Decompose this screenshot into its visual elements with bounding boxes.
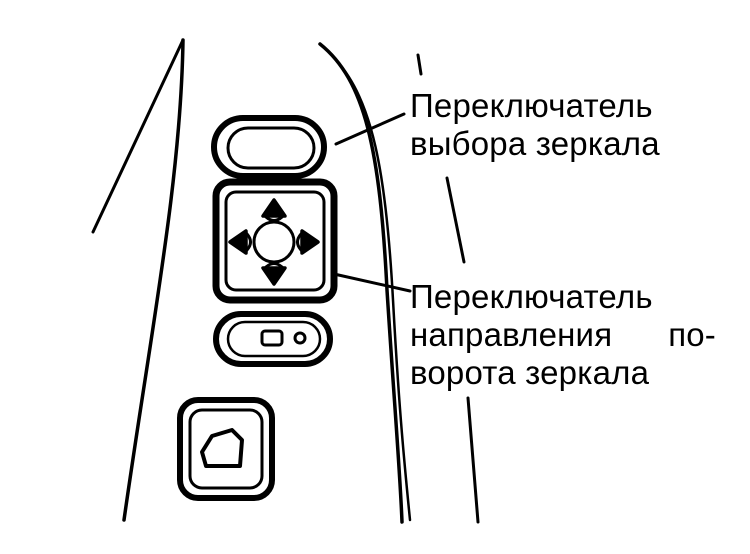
label-mirror-select-switch: Переключатель выбора зеркала xyxy=(410,87,660,163)
mirror-fold-switch[interactable] xyxy=(213,311,333,367)
arrow-left-icon xyxy=(228,229,252,255)
window-lock-button[interactable] xyxy=(177,397,275,501)
label-word: направления xyxy=(410,316,613,353)
window-lock-icon xyxy=(200,428,244,468)
label-line: Переключатель xyxy=(410,278,653,315)
small-rect-icon xyxy=(260,329,284,347)
label-line: Переключатель xyxy=(410,87,653,124)
pad-center-circle xyxy=(252,220,296,264)
label-word: по- xyxy=(668,316,716,353)
mirror-select-switch[interactable] xyxy=(211,115,327,179)
arrow-up-icon xyxy=(261,198,287,222)
small-dot-icon xyxy=(293,331,307,345)
arrow-right-icon xyxy=(296,229,320,255)
leader-line-mirror-select xyxy=(334,112,406,146)
label-line: ворота зеркала xyxy=(410,354,650,391)
leader-line-mirror-direction xyxy=(332,272,412,293)
arrow-down-icon xyxy=(261,262,287,286)
label-line-justified: направления по- xyxy=(410,316,716,354)
label-line: выбора зеркала xyxy=(410,125,660,162)
label-mirror-direction-switch: Переключатель направления по- ворота зер… xyxy=(410,278,716,392)
door-trim-outline xyxy=(91,38,480,524)
